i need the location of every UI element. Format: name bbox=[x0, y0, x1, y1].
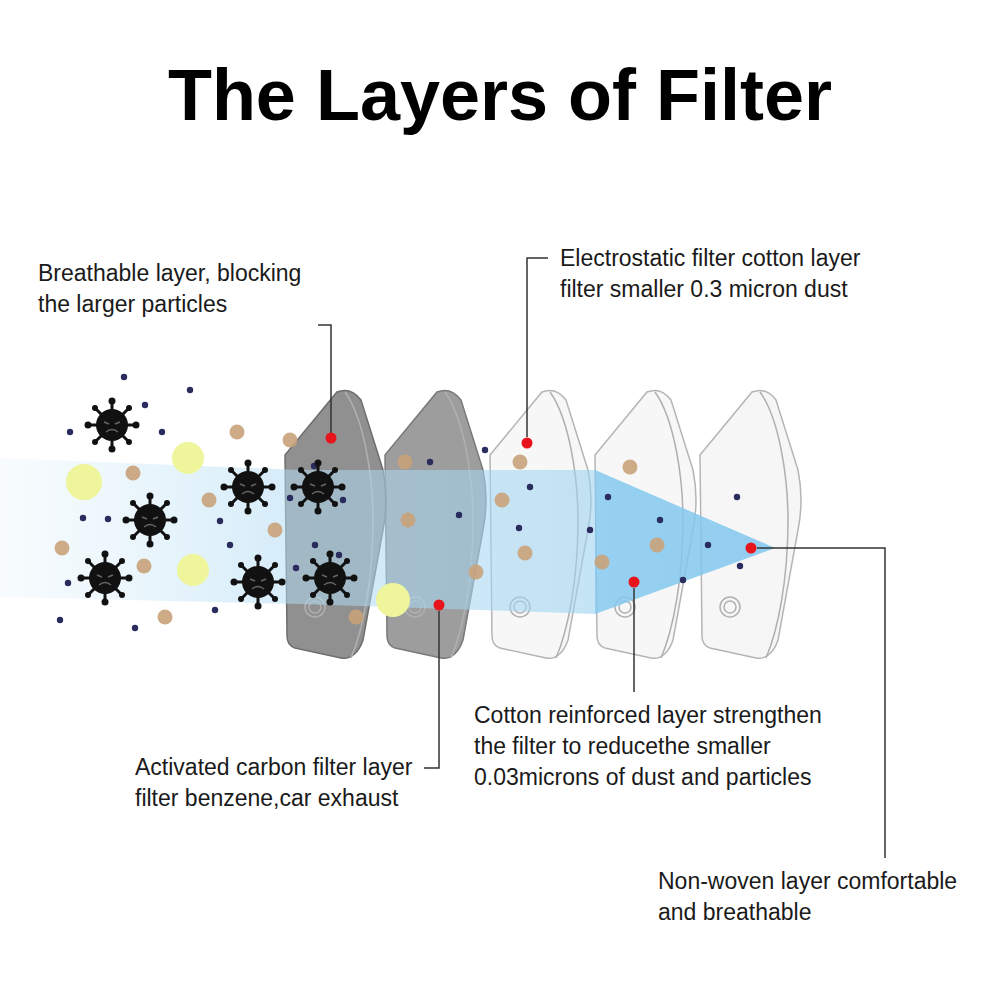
pollen-particle bbox=[177, 554, 209, 586]
fine-particle bbox=[227, 542, 233, 548]
dust-particle bbox=[650, 538, 665, 553]
dust-particle bbox=[158, 610, 173, 625]
dust-particle bbox=[230, 425, 245, 440]
fine-particle bbox=[159, 429, 165, 435]
fine-particle bbox=[336, 552, 342, 558]
fine-particle bbox=[67, 429, 73, 435]
fine-particle bbox=[142, 402, 148, 408]
fine-particle bbox=[57, 617, 63, 623]
dust-particle bbox=[126, 466, 141, 481]
leader-line bbox=[318, 325, 331, 433]
fine-particle bbox=[482, 447, 488, 453]
fine-particle bbox=[527, 484, 533, 490]
dust-particle bbox=[268, 523, 283, 538]
dust-particle bbox=[398, 455, 413, 470]
dust-particle bbox=[495, 493, 510, 508]
callout-label: Activated carbon filter layer filter ben… bbox=[135, 752, 423, 814]
callout-label: Non-woven layer comfortable and breathab… bbox=[658, 866, 988, 928]
callout-dots bbox=[326, 433, 757, 611]
fine-particle bbox=[516, 525, 522, 531]
fine-particle bbox=[456, 512, 462, 518]
fine-particle bbox=[287, 495, 293, 501]
callout-dot bbox=[629, 577, 640, 588]
fine-particle bbox=[705, 542, 711, 548]
leader-line bbox=[424, 611, 439, 768]
fine-particle bbox=[340, 497, 346, 503]
virus-particle bbox=[291, 460, 346, 515]
callout-label: Electrostatic filter cotton layer filter… bbox=[560, 243, 890, 305]
fine-particle bbox=[105, 516, 111, 522]
dust-particle bbox=[55, 541, 70, 556]
fine-particle bbox=[80, 515, 86, 521]
virus-particle bbox=[85, 398, 140, 453]
virus-particle bbox=[78, 551, 133, 606]
dust-particle bbox=[137, 559, 152, 574]
fine-particle bbox=[293, 565, 299, 571]
dust-particle bbox=[349, 610, 364, 625]
pollen-particle bbox=[66, 464, 102, 500]
title: The Layers of Filter bbox=[0, 55, 1000, 135]
leader-line bbox=[527, 258, 548, 437]
fine-particle bbox=[657, 517, 663, 523]
fine-particle bbox=[121, 374, 127, 380]
fine-particle bbox=[427, 459, 433, 465]
callout-dot bbox=[326, 433, 337, 444]
fine-particle bbox=[132, 625, 138, 631]
fine-particle bbox=[65, 580, 71, 586]
fine-particle bbox=[187, 387, 193, 393]
fine-particle bbox=[737, 563, 743, 569]
pollen-particle bbox=[376, 583, 410, 617]
dust-particle bbox=[623, 460, 638, 475]
fine-particle bbox=[587, 527, 593, 533]
callout-dot bbox=[434, 600, 445, 611]
fine-particle bbox=[212, 607, 218, 613]
callout-label: Cotton reinforced layer strengthen the f… bbox=[474, 700, 846, 793]
fine-particle bbox=[312, 542, 318, 548]
fine-particle bbox=[734, 494, 740, 500]
dust-particle bbox=[401, 513, 416, 528]
dust-particle bbox=[202, 493, 217, 508]
dust-particle bbox=[513, 455, 528, 470]
leader-line bbox=[633, 588, 635, 692]
callout-label: Breathable layer, blocking the larger pa… bbox=[38, 258, 323, 320]
virus-particle bbox=[303, 551, 358, 606]
virus-particle bbox=[221, 460, 276, 515]
fine-particle bbox=[217, 518, 223, 524]
virus-particle bbox=[231, 555, 286, 610]
dust-particle bbox=[595, 555, 610, 570]
dust-particle bbox=[469, 565, 484, 580]
fine-particle bbox=[605, 494, 611, 500]
callout-dot bbox=[746, 543, 757, 554]
pollen-particle bbox=[172, 442, 204, 474]
dust-particle bbox=[518, 546, 533, 561]
virus-particle bbox=[123, 493, 178, 548]
layer-fold bbox=[720, 392, 788, 658]
callout-dot bbox=[522, 438, 533, 449]
dust-particle bbox=[283, 433, 298, 448]
particles bbox=[55, 374, 744, 631]
air-flow-tip bbox=[595, 470, 775, 614]
fine-particle bbox=[680, 577, 686, 583]
